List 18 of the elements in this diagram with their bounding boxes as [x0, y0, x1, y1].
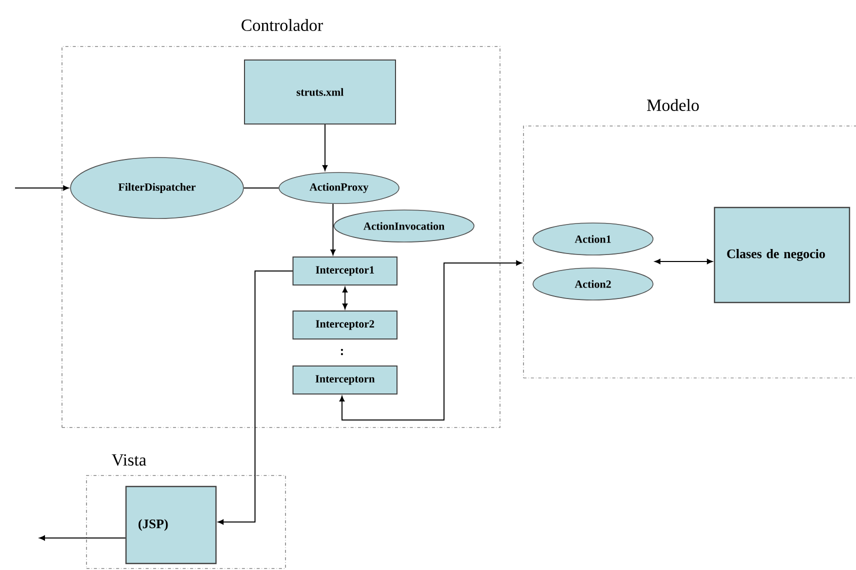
arrow [322, 124, 328, 171]
arrow [339, 260, 522, 420]
arrow [14, 185, 69, 191]
node-label: Vista [112, 454, 146, 466]
arrow [218, 270, 293, 525]
arrow [39, 535, 126, 541]
process-box: Interceptorn [292, 366, 398, 394]
process-box: (JSP) [125, 486, 217, 564]
node-label: Modelo [647, 99, 699, 111]
node-label: Controlador [242, 19, 323, 31]
process-box: struts.xml [244, 60, 396, 124]
arrow [330, 203, 336, 256]
process-box: Interceptor1 [292, 256, 398, 286]
process-box: Clases de negocio [714, 206, 850, 304]
arrow [342, 286, 348, 310]
arrow [654, 258, 713, 264]
process-box: Interceptor2 [292, 310, 398, 340]
ellipsis-mark: : [340, 348, 343, 356]
